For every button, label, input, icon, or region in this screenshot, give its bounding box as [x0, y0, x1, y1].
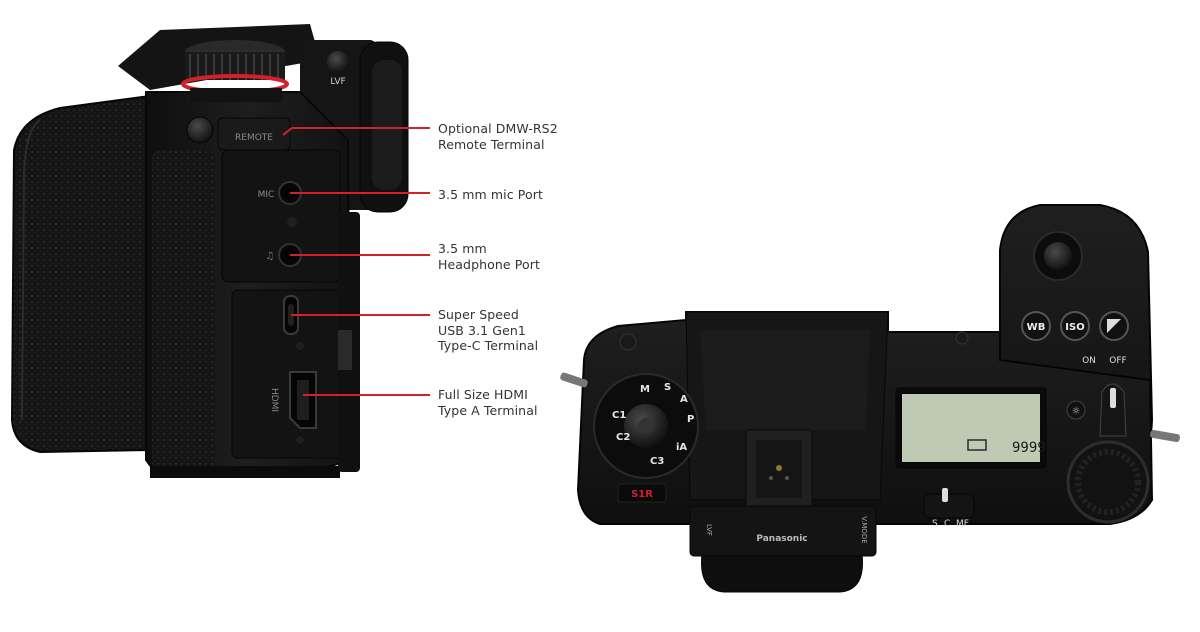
callout-hdmi: Full Size HDMI Type A Terminal — [438, 387, 538, 418]
callout-hdmi-line1: Full Size HDMI — [438, 387, 528, 402]
hdmi-label: HDMI — [269, 388, 279, 412]
strap-lug — [186, 116, 214, 144]
callout-usb-line3: Type-C Terminal — [438, 338, 539, 353]
focus-label-mf: MF — [956, 519, 969, 529]
callout-usb: Super Speed USB 3.1 Gen1 Type-C Terminal — [438, 307, 538, 354]
lcd-readout: 9999 — [1012, 440, 1046, 456]
remote-label: REMOTE — [235, 133, 273, 143]
callout-lines — [282, 127, 430, 396]
mode-label-s: S — [664, 382, 671, 393]
iso-label: ISO — [1065, 322, 1084, 333]
callout-remote-line2: Remote Terminal — [438, 136, 545, 152]
off-label: OFF — [1109, 356, 1126, 366]
mode-dial-labels: P A S M C1 C2 C3 iA — [612, 382, 694, 467]
callout-line-remote — [282, 127, 430, 136]
focus-label-s: S — [932, 519, 938, 529]
callout-remote-line1: Optional DMW-RS2 — [438, 121, 558, 136]
iso-button — [1060, 311, 1090, 341]
lvf-label: LVF — [330, 77, 345, 87]
focus-mode-lever — [923, 493, 975, 519]
top-view-camera: ☼ — [560, 204, 1180, 593]
callout-headphone-line1: 3.5 mm — [438, 241, 487, 256]
power-switch — [1099, 383, 1127, 437]
on-label: ON — [1082, 356, 1096, 366]
top-eyecup — [700, 553, 864, 593]
vmode-label: V.MODE — [860, 516, 868, 543]
top-lvf-label: LVF — [705, 524, 713, 536]
focus-mode-labels: S C MF — [932, 519, 969, 529]
callout-usb-line1: Super Speed — [438, 307, 519, 322]
grip — [10, 94, 151, 454]
wb-button — [1021, 311, 1051, 341]
mode-label-m: M — [640, 384, 650, 395]
sun-icon: ☼ — [1072, 406, 1081, 417]
side-view-camera: ♫ — [10, 24, 409, 478]
mode-label-a: A — [680, 394, 688, 405]
callout-mic-line1: 3.5 mm mic Port — [438, 187, 543, 202]
lcd-light-button — [1066, 400, 1086, 420]
wb-label: WB — [1027, 322, 1046, 333]
mode-label-p: P — [687, 414, 694, 425]
lvf-button — [327, 51, 349, 73]
callout-hdmi-line2: Type A Terminal — [438, 402, 538, 418]
focus-label-c: C — [944, 519, 950, 529]
callout-usb-line2: USB 3.1 Gen1 — [438, 322, 526, 338]
model-badge: S1R — [631, 489, 653, 500]
callout-mic: 3.5 mm mic Port — [438, 187, 543, 203]
brand-label: Panasonic — [756, 534, 807, 544]
callout-headphone: 3.5 mm Headphone Port — [438, 241, 540, 272]
mode-label-c2: C2 — [616, 432, 630, 443]
mode-label-c1: C1 — [612, 410, 626, 421]
headphone-icon: ♫ — [266, 251, 275, 262]
callout-headphone-line2: Headphone Port — [438, 256, 540, 272]
mic-label: MIC — [258, 190, 275, 200]
callout-remote: Optional DMW-RS2 Remote Terminal — [438, 121, 558, 152]
mode-label-c3: C3 — [650, 456, 664, 467]
mode-label-ia: iA — [676, 442, 687, 453]
